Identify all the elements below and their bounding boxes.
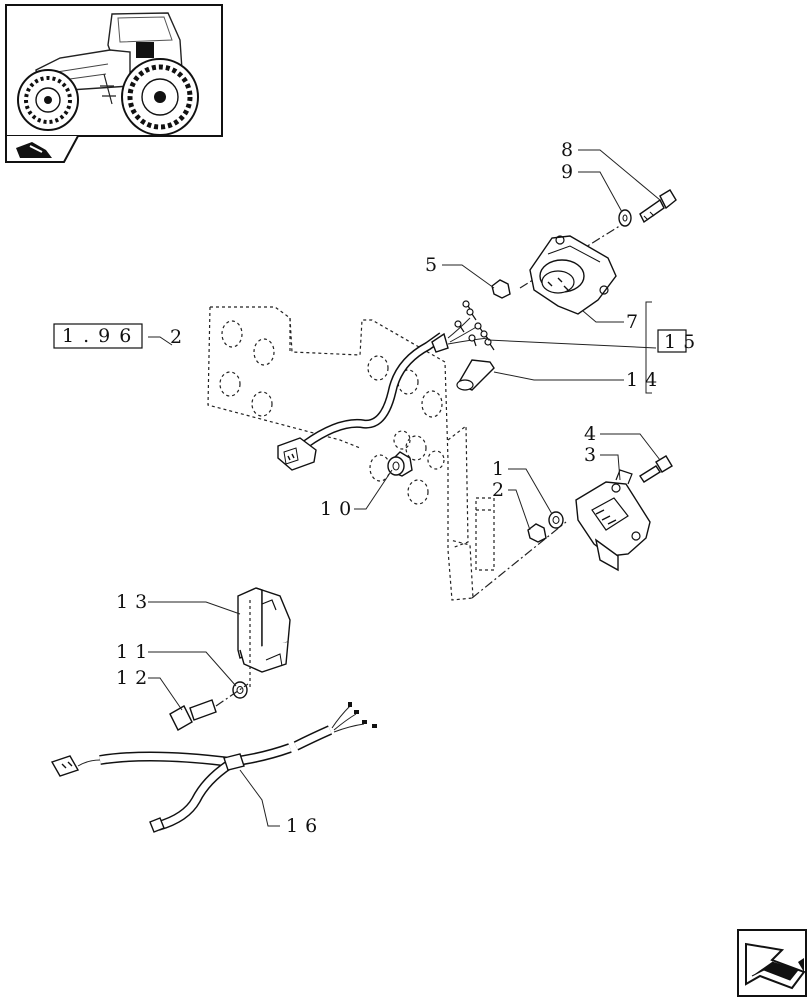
relay-module[interactable]	[237, 587, 291, 690]
reference-box-label: 1.96	[62, 325, 140, 347]
callout-11[interactable]: 11	[116, 641, 154, 663]
nut-2[interactable]	[527, 523, 547, 543]
callout-15[interactable]: 15	[664, 331, 702, 353]
washer-11[interactable]	[232, 681, 248, 699]
callout-10[interactable]: 10	[320, 498, 358, 520]
switch-assembly[interactable]	[471, 469, 651, 599]
callout-12[interactable]: 12	[116, 667, 154, 689]
callout-4[interactable]: 4	[584, 423, 603, 445]
screw-4[interactable]	[639, 455, 673, 483]
callout-8[interactable]: 8	[561, 139, 580, 161]
tractor-section-icon	[16, 142, 52, 158]
callout-13[interactable]: 13	[116, 591, 154, 613]
bracket-plate[interactable]	[207, 306, 495, 601]
terminal-pins[interactable]	[454, 300, 495, 351]
section-tab[interactable]	[5, 135, 79, 163]
callout-2b[interactable]: 2	[492, 479, 511, 501]
callout-2a[interactable]: 2	[170, 326, 189, 348]
tractor-thumbnail-icon	[17, 12, 199, 136]
plate-harness[interactable]	[277, 317, 489, 471]
callout-15-box	[657, 329, 687, 353]
callout-1[interactable]: 1	[492, 458, 511, 480]
reference-box[interactable]: 1.96	[53, 323, 143, 349]
callout-5[interactable]: 5	[425, 254, 444, 276]
wiring-harness[interactable]	[50, 702, 377, 833]
nut-5[interactable]	[491, 279, 511, 299]
washer-9[interactable]	[618, 209, 632, 227]
callout-14[interactable]: 14	[626, 369, 664, 391]
screw-8[interactable]	[639, 189, 677, 224]
callout-3[interactable]: 3	[584, 444, 603, 466]
callout-9[interactable]: 9	[561, 161, 580, 183]
rubber-boot[interactable]	[456, 359, 495, 391]
next-page-button[interactable]	[737, 929, 807, 997]
screw-12[interactable]	[169, 683, 249, 731]
callout-16[interactable]: 16	[286, 815, 324, 837]
tractor-thumbnail[interactable]	[5, 4, 223, 137]
next-page-arrow-icon	[745, 942, 806, 990]
washer-1[interactable]	[548, 511, 564, 529]
callout-7[interactable]: 7	[626, 311, 645, 333]
socket-housing[interactable]	[519, 221, 627, 315]
leader-lines	[148, 149, 661, 827]
callout-labels: 8 9 5 7 2 15 14 4 3 1 2 10 13 11 12 16	[116, 139, 702, 837]
